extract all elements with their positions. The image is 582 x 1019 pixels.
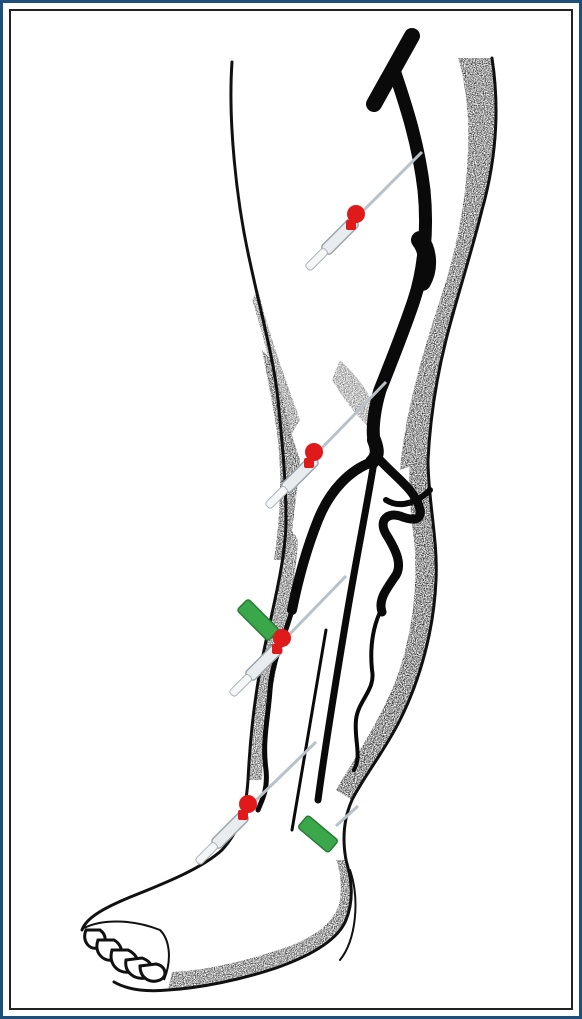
cannula-green-wing bbox=[298, 815, 339, 853]
leg-shading bbox=[168, 58, 496, 990]
toes bbox=[85, 930, 165, 981]
cannula-ankle-lower bbox=[298, 806, 358, 853]
cannula-thigh bbox=[303, 152, 422, 273]
